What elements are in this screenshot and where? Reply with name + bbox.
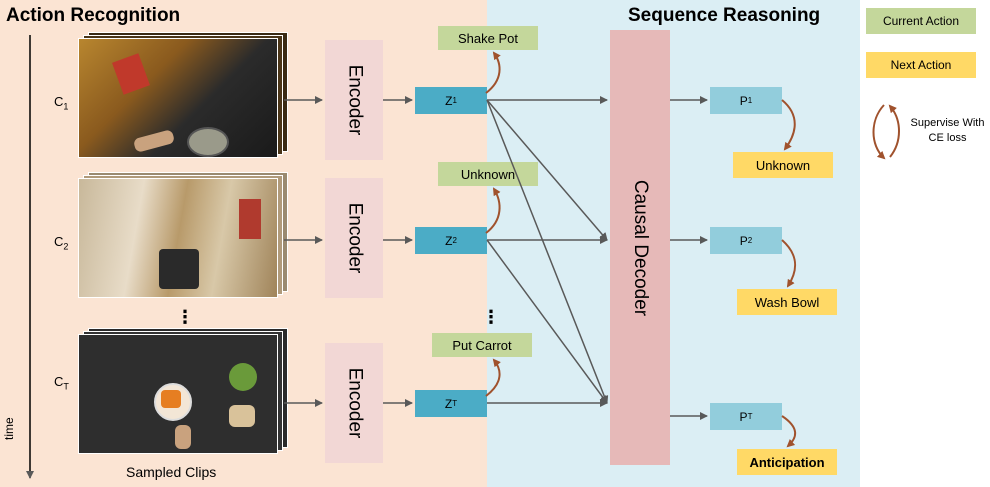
supervise-arc-p1 bbox=[781, 99, 796, 151]
encoder-1: Encoder bbox=[325, 40, 383, 160]
next-action-t: Anticipation bbox=[737, 449, 837, 475]
action-ellipsis: ⋮ bbox=[482, 307, 500, 327]
action-recognition-title: Action Recognition bbox=[6, 5, 181, 26]
next-action-2: Wash Bowl bbox=[737, 289, 837, 315]
sequence-reasoning-title: Sequence Reasoning bbox=[628, 5, 821, 26]
supervise-arc-z2 bbox=[485, 187, 501, 234]
next-action-1: Unknown bbox=[733, 152, 833, 178]
clip-label-1: C1 bbox=[54, 94, 69, 112]
clip-1-frames bbox=[78, 32, 288, 158]
clip-label-2: C2 bbox=[54, 234, 69, 252]
z1-to-decoder-bottom bbox=[486, 99, 609, 404]
encoder-t: Encoder bbox=[325, 343, 383, 463]
causal-decoder: Causal Decoder bbox=[610, 30, 670, 465]
clip-t-image bbox=[78, 334, 278, 454]
clip-1-image bbox=[78, 38, 278, 158]
current-action-2: Unknown bbox=[438, 162, 538, 186]
encoder-2: Encoder bbox=[325, 178, 383, 298]
clip-label-t: CT bbox=[54, 374, 69, 392]
legend-supervise-text: Supervise With CE loss bbox=[910, 117, 985, 144]
clip-2-frames bbox=[78, 172, 288, 298]
supervise-arc-pt bbox=[781, 415, 797, 448]
clip-2-image bbox=[78, 178, 278, 298]
z1-to-decoder-mid bbox=[486, 99, 608, 241]
legend-current-action: Current Action bbox=[866, 8, 976, 34]
sampled-clips-caption: Sampled Clips bbox=[126, 464, 217, 480]
supervise-arc-p2 bbox=[781, 239, 797, 288]
current-action-1: Shake Pot bbox=[438, 26, 538, 50]
clip-t-frames bbox=[78, 328, 288, 454]
z2-to-decoder-bottom bbox=[486, 239, 608, 404]
legend-next-action: Next Action bbox=[866, 52, 976, 78]
legend-supervise-icon bbox=[872, 104, 886, 160]
supervise-arc-zt bbox=[485, 358, 501, 397]
clip-ellipsis: ⋮ bbox=[176, 307, 194, 327]
current-action-t: Put Carrot bbox=[432, 333, 532, 357]
supervise-arc-z1 bbox=[485, 51, 501, 94]
sequence-reasoning-panel bbox=[487, 0, 860, 487]
legend-supervise-icon-2 bbox=[888, 104, 900, 158]
